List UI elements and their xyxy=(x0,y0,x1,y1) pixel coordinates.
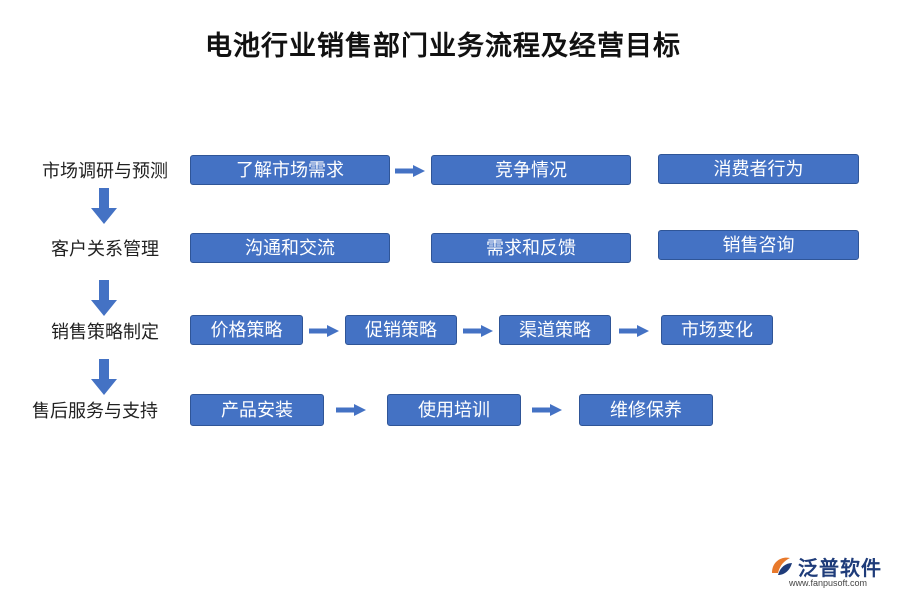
arrow-down-icon xyxy=(91,359,117,395)
box-consumer-behavior: 消费者行为 xyxy=(658,154,859,184)
arrow-right-icon xyxy=(309,325,339,337)
arrow-down-icon xyxy=(91,280,117,316)
box-channel-strategy: 渠道策略 xyxy=(499,315,611,345)
box-sales-consult: 销售咨询 xyxy=(658,230,859,260)
row-label-sales-strategy: 销售策略制定 xyxy=(51,322,159,343)
fanpu-logo-icon xyxy=(772,557,792,575)
box-price-strategy: 价格策略 xyxy=(190,315,303,345)
arrow-right-icon xyxy=(395,165,425,177)
row-label-market-research: 市场调研与预测 xyxy=(42,161,168,182)
box-training: 使用培训 xyxy=(387,394,521,426)
box-communication: 沟通和交流 xyxy=(190,233,390,263)
box-installation: 产品安装 xyxy=(190,394,324,426)
arrow-right-icon xyxy=(532,404,562,416)
box-promotion-strategy: 促销策略 xyxy=(345,315,457,345)
page-title: 电池行业销售部门业务流程及经营目标 xyxy=(205,31,681,62)
arrow-right-icon xyxy=(463,325,493,337)
box-needs-feedback: 需求和反馈 xyxy=(431,233,631,263)
box-market-demand: 了解市场需求 xyxy=(190,155,390,185)
box-maintenance: 维修保养 xyxy=(579,394,713,426)
box-market-change: 市场变化 xyxy=(661,315,773,345)
row-label-customer-relations: 客户关系管理 xyxy=(51,239,159,260)
brand-logo: 泛普软件 xyxy=(768,551,882,581)
arrow-right-icon xyxy=(336,404,366,416)
box-competition: 竞争情况 xyxy=(431,155,631,185)
arrow-right-icon xyxy=(619,325,649,337)
row-label-after-sales: 售后服务与支持 xyxy=(32,401,158,422)
arrow-down-icon xyxy=(91,188,117,224)
brand-name: 泛普软件 xyxy=(798,555,882,580)
brand-url: www.fanpusoft.com xyxy=(789,578,868,588)
